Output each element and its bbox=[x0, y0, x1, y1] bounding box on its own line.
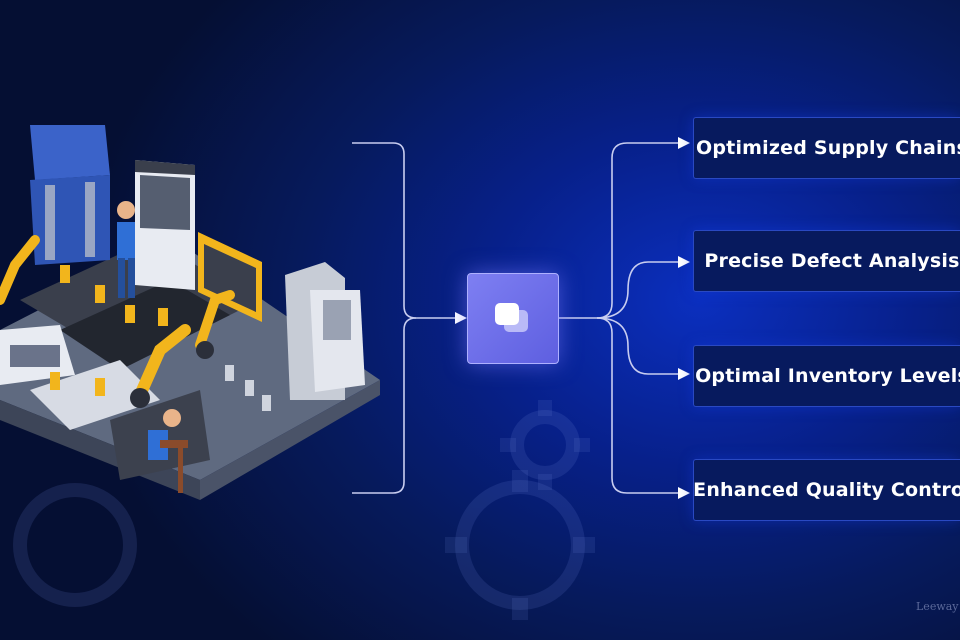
outcome-box-supply-chains: Optimized Supply Chains bbox=[693, 117, 960, 179]
outcome-label: Optimized Supply Chains bbox=[696, 137, 960, 159]
outcome-label: Precise Defect Analysis bbox=[704, 250, 960, 272]
outcome-box-defect-analysis: Precise Defect Analysis bbox=[693, 230, 960, 292]
connector-lines bbox=[352, 142, 686, 494]
arrowhead-3 bbox=[678, 368, 690, 380]
arrowheads bbox=[455, 137, 690, 499]
outcome-box-quality-control: Enhanced Quality Control bbox=[693, 459, 960, 521]
arrowhead-1 bbox=[678, 137, 690, 149]
chat-bubbles-icon bbox=[495, 303, 528, 332]
arrowhead-4 bbox=[678, 487, 690, 499]
arrowhead-hub bbox=[455, 312, 467, 324]
outcome-box-inventory-levels: Optimal Inventory Levels bbox=[693, 345, 960, 407]
outcome-label: Optimal Inventory Levels bbox=[695, 365, 960, 387]
gear-teeth-icon bbox=[445, 400, 595, 620]
factory-illustration bbox=[0, 125, 380, 500]
gear-icon bbox=[13, 410, 585, 610]
watermark: Leeway bbox=[916, 600, 959, 613]
central-hub bbox=[467, 273, 559, 364]
outcome-label: Enhanced Quality Control bbox=[693, 479, 960, 501]
arrowhead-2 bbox=[678, 256, 690, 268]
